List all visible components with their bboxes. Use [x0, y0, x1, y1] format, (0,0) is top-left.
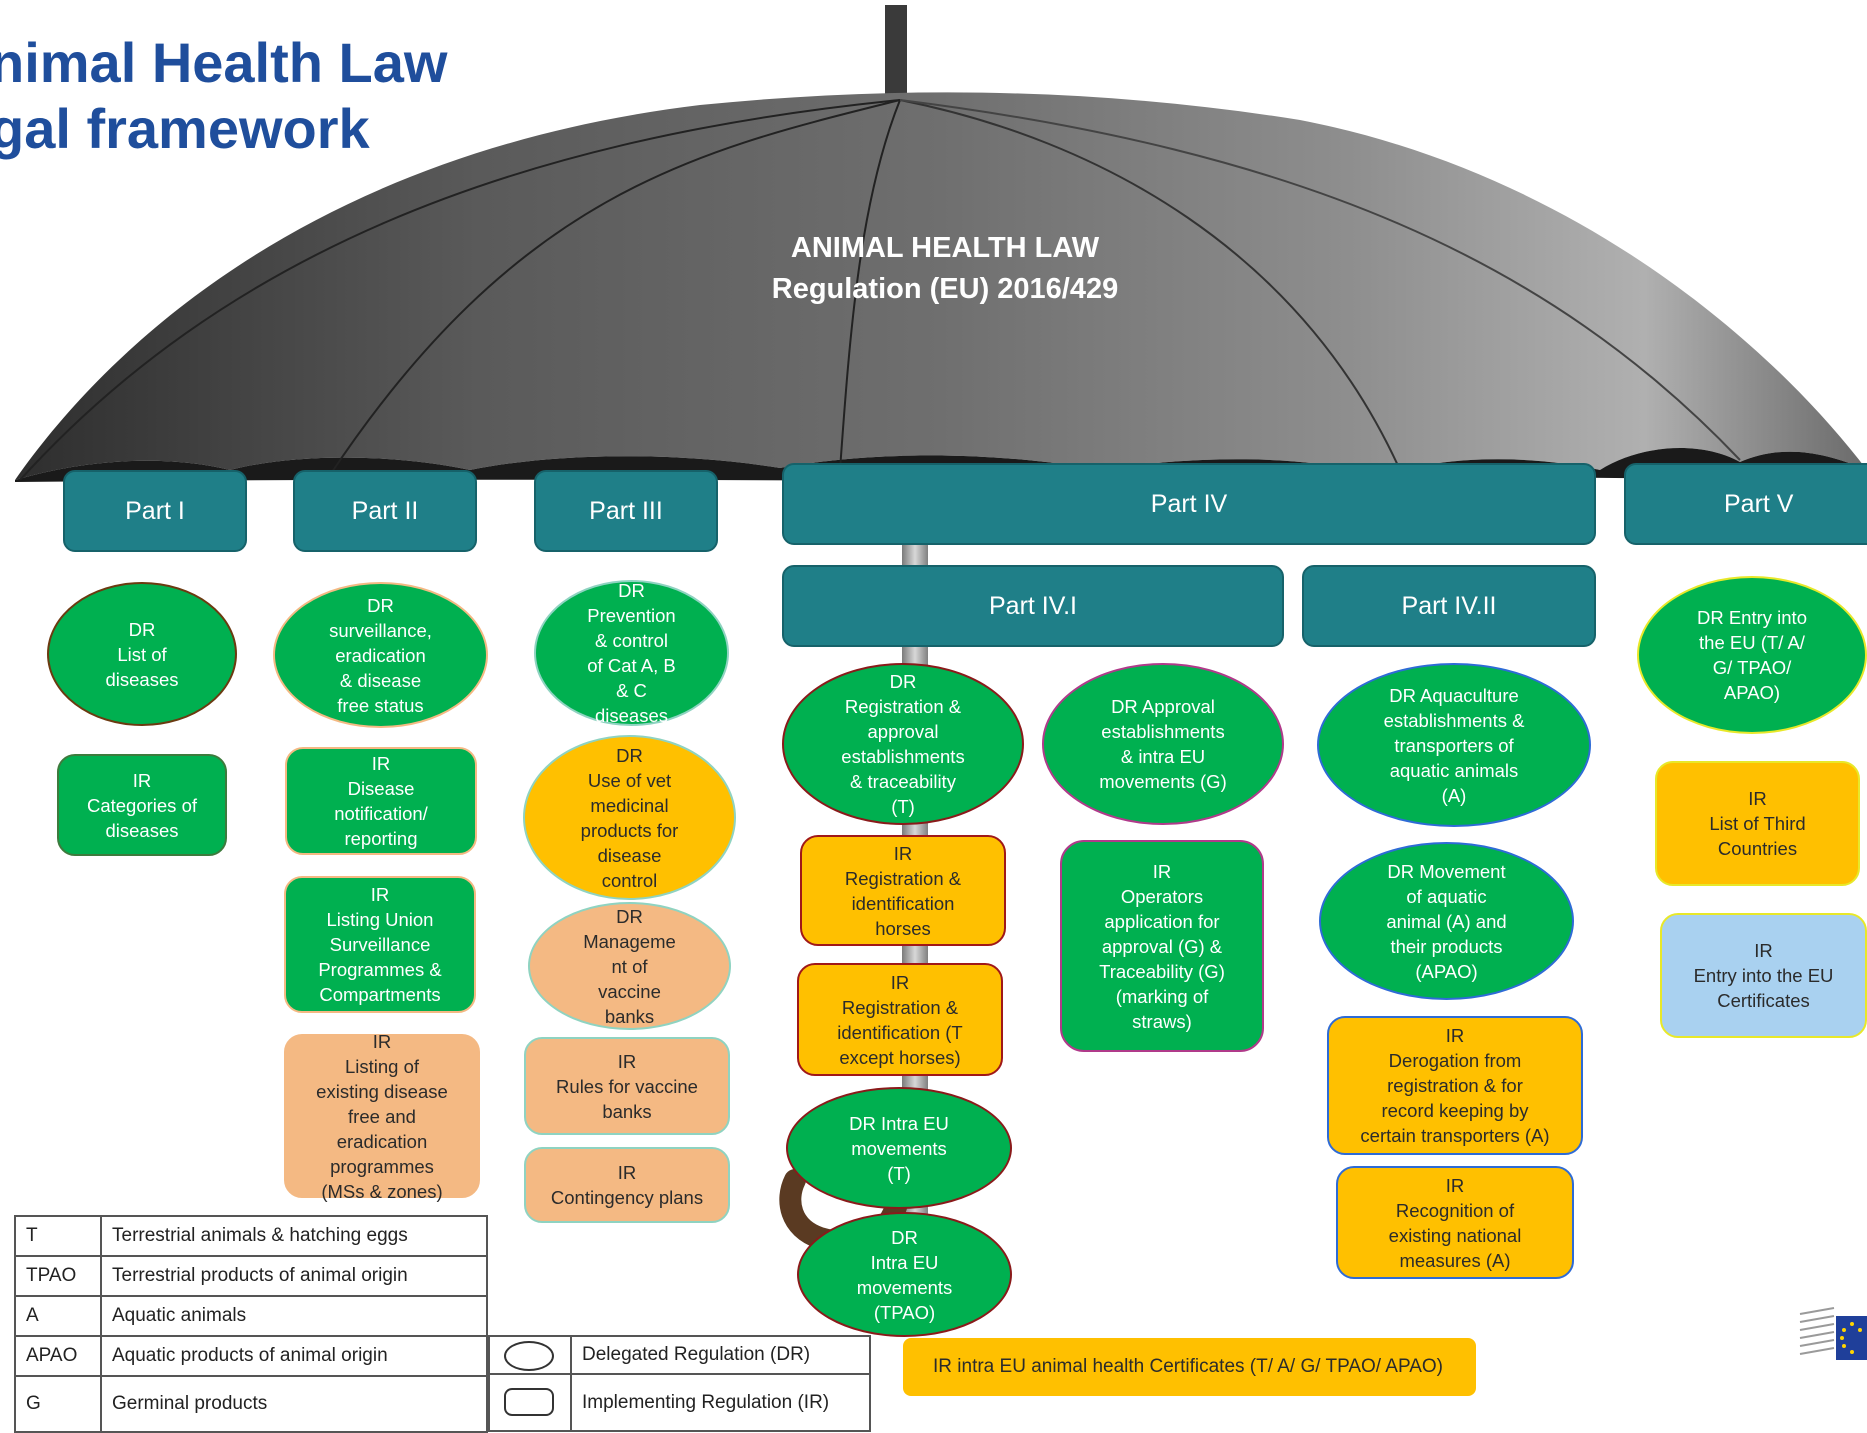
part-3-header: Part III [534, 470, 718, 552]
legend-code: APAO [14, 1335, 102, 1377]
slide-title: nimal Health Law gal framework [0, 31, 448, 160]
ir-operators-application-germinal: IR Operators application for approval (G… [1060, 840, 1264, 1052]
ir-recognition-national-measures: IR Recognition of existing national meas… [1336, 1166, 1574, 1279]
dr-registration-approval-traceability: DR Registration & approval establishment… [782, 663, 1024, 825]
umbrella-regulation: Regulation (EU) 2016/429 [771, 273, 1119, 305]
oval-shape-icon [504, 1341, 554, 1371]
ir-entry-eu-certificates: IR Entry into the EU Certificates [1660, 913, 1867, 1038]
legend-ir-label: Implementing Regulation (IR) [582, 1391, 830, 1413]
ir-contingency-plans: IR Contingency plans [524, 1147, 730, 1223]
legend-desc: Terrestrial products of animal origin [100, 1255, 488, 1297]
legend-desc: Germinal products [100, 1375, 488, 1433]
legend-desc: Aquatic animals [100, 1295, 488, 1337]
legend-code: TPAO [14, 1255, 102, 1297]
part-1-header: Part I [63, 470, 247, 552]
dr-vet-medicinal-products: DR Use of vet medicinal products for dis… [523, 735, 736, 900]
legend-desc: Terrestrial animals & hatching eggs [100, 1215, 488, 1257]
dr-aquaculture-establishments: DR Aquaculture establishments & transpor… [1317, 663, 1591, 827]
ir-registration-horses: IR Registration & identification horses [800, 835, 1006, 946]
umbrella-caption: ANIMAL HEALTH LAW Regulation (EU) 2016/4… [700, 228, 1190, 310]
legend-code: G [14, 1375, 102, 1433]
ir-disease-notification: IR Disease notification/ reporting [285, 747, 477, 855]
ir-categories-of-diseases: IR Categories of diseases [57, 754, 227, 856]
dr-approval-germinal: DR Approval establishments & intra EU mo… [1042, 663, 1284, 825]
dr-prevention-control: DR Prevention & control of Cat A, B & C … [534, 580, 729, 726]
part-5-header: Part V [1624, 463, 1867, 545]
legend-desc: Aquatic products of animal origin [100, 1335, 488, 1377]
ir-rules-vaccine-banks: IR Rules for vaccine banks [524, 1037, 730, 1135]
dr-movement-aquatic: DR Movement of aquatic animal (A) and th… [1319, 842, 1574, 1000]
european-commission-logo-icon [1798, 1300, 1867, 1366]
part-4-2-header: Part IV.II [1302, 565, 1596, 647]
legend-dr-label: Delegated Regulation (DR) [582, 1344, 811, 1365]
dr-intra-eu-movements-tpao: DR Intra EU movements (TPAO) [797, 1212, 1012, 1337]
legend-ir-row: Implementing Regulation (IR) [488, 1373, 871, 1432]
ir-intra-eu-certificates: IR intra EU animal health Certificates (… [903, 1338, 1476, 1396]
dr-entry-into-eu: DR Entry into the EU (T/ A/ G/ TPAO/ APA… [1637, 576, 1867, 734]
ir-listing-disease-free-programmes: IR Listing of existing disease free and … [284, 1031, 480, 1202]
legend-code: T [14, 1215, 102, 1257]
part-4-1-header: Part IV.I [782, 565, 1284, 647]
dr-surveillance-eradication: DR surveillance, eradication & disease f… [273, 582, 488, 728]
legend-dr-row: Delegated Regulation (DR) [488, 1335, 871, 1375]
legend-code: A [14, 1295, 102, 1337]
ir-list-third-countries: IR List of Third Countries [1655, 761, 1860, 886]
dr-list-of-diseases: DR List of diseases [47, 582, 237, 726]
ir-derogation-transporters: IR Derogation from registration & for re… [1327, 1016, 1583, 1155]
umbrella-title: ANIMAL HEALTH LAW [790, 232, 1100, 264]
ir-registration-except-horses: IR Registration & identification (T exce… [797, 963, 1003, 1076]
part-2-header: Part II [293, 470, 477, 552]
part-4-header: Part IV [782, 463, 1596, 545]
dr-intra-eu-movements-t: DR Intra EU movements (T) [786, 1087, 1012, 1209]
ir-listing-union-surveillance: IR Listing Union Surveillance Programmes… [284, 876, 476, 1013]
dr-vaccine-banks: DR Manageme nt of vaccine banks [528, 902, 731, 1030]
shape-legend: Delegated Regulation (DR) Implementing R… [488, 1335, 871, 1432]
rounded-rect-shape-icon [504, 1388, 554, 1416]
